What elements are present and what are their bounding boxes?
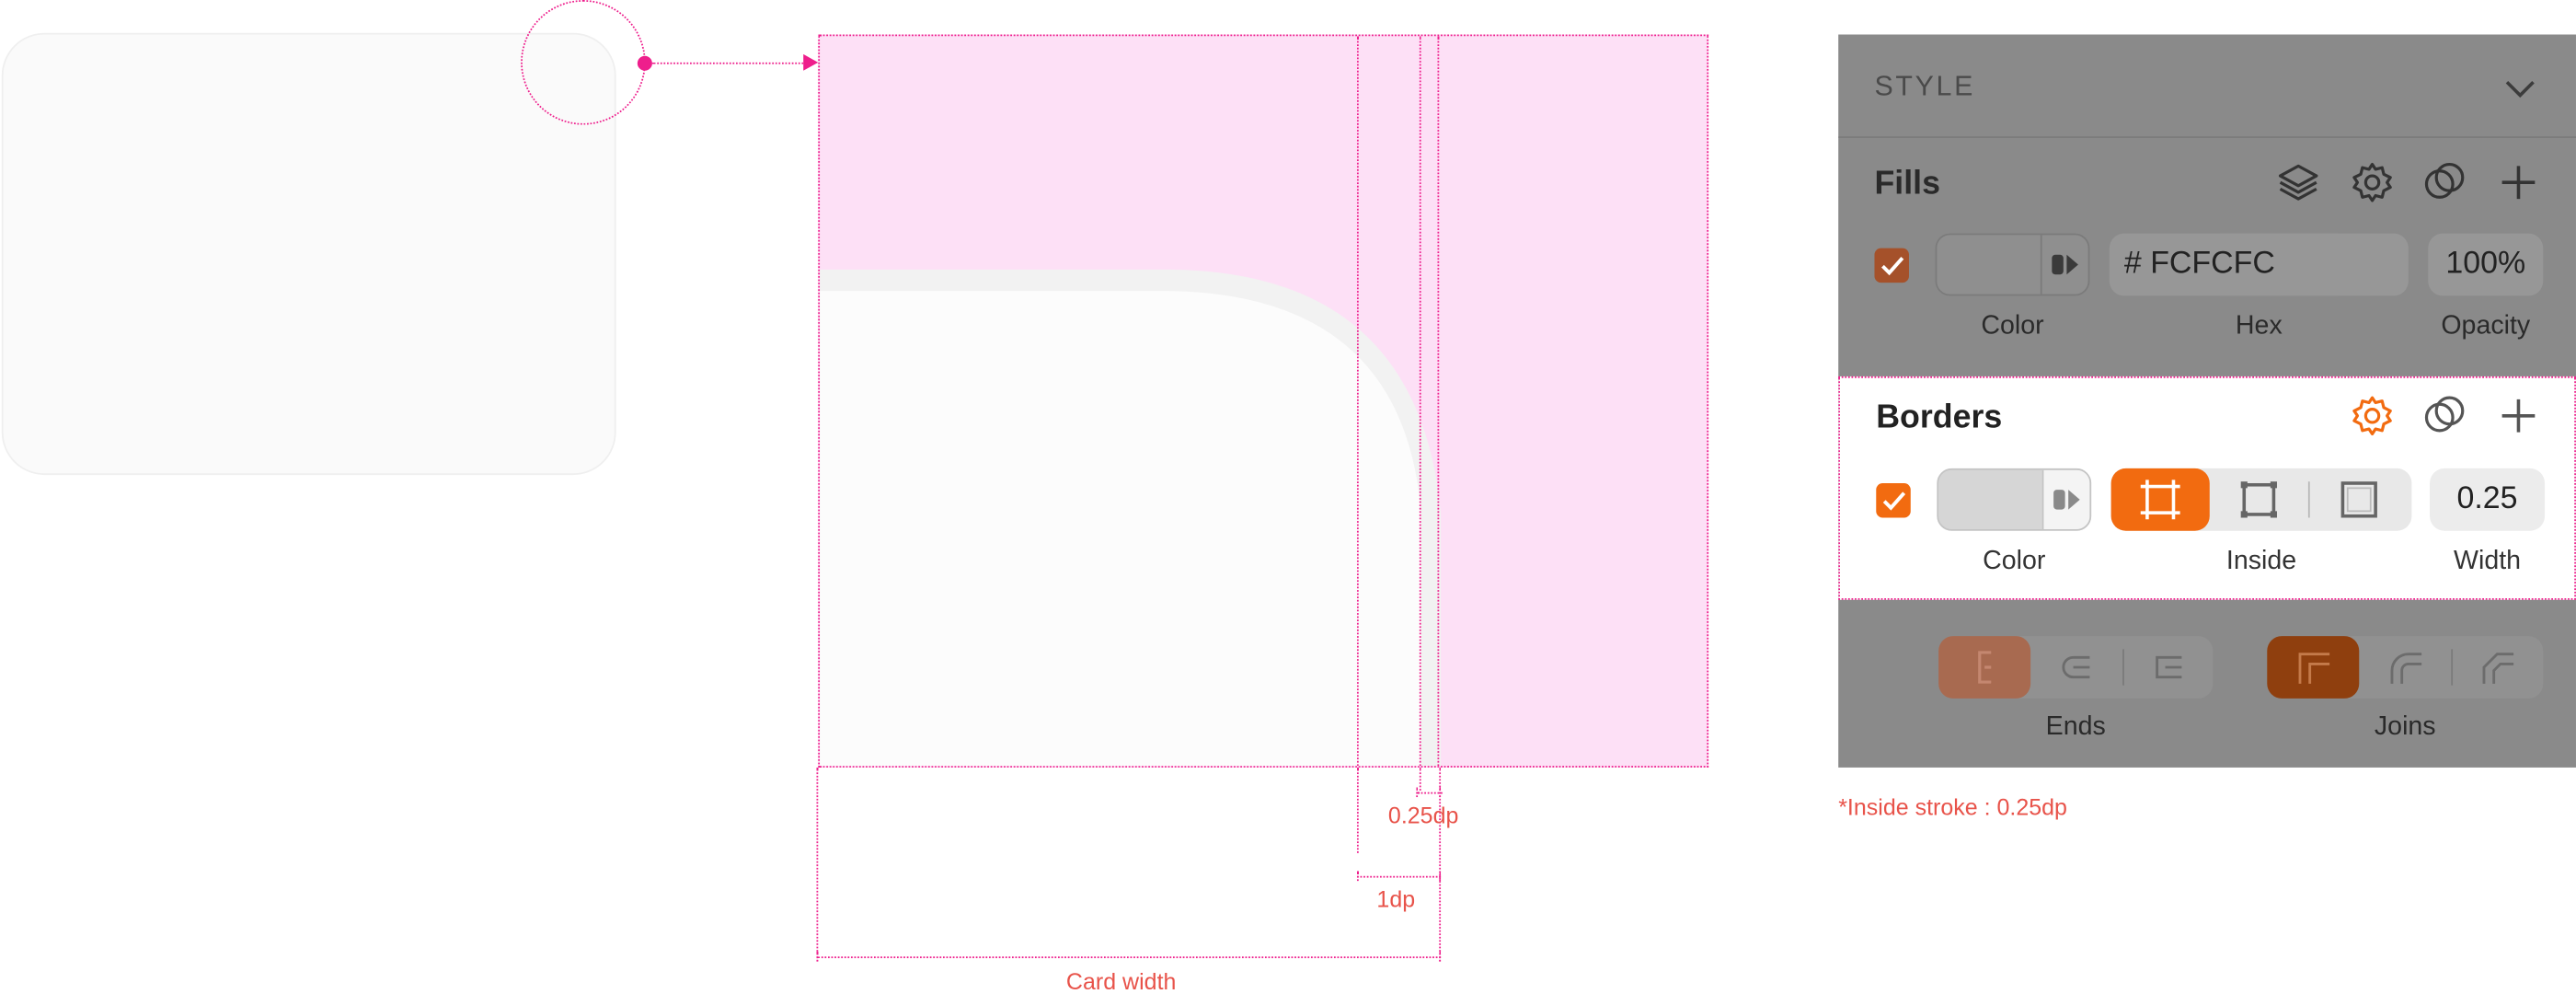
hex-input[interactable]: # FCFCFC <box>2109 233 2409 296</box>
color-preview <box>1938 469 2042 529</box>
line-joins-segmented <box>2267 636 2544 699</box>
line-join-miter-icon <box>2298 653 2330 684</box>
opacity-input[interactable]: 100% <box>2428 233 2544 296</box>
divider <box>2122 649 2124 686</box>
border-color-swatch[interactable] <box>1937 468 2092 531</box>
divider <box>1838 136 2576 138</box>
panel-header-title: STYLE <box>1874 70 1976 102</box>
border-position-inside[interactable] <box>2210 468 2308 531</box>
blend-mode-icon[interactable] <box>2421 159 2467 205</box>
ends-label: Ends <box>2045 712 2106 742</box>
line-join-round-icon <box>2390 653 2422 684</box>
line-join-round[interactable] <box>2359 636 2451 699</box>
border-outside-icon <box>2340 481 2377 518</box>
layers-icon[interactable] <box>2275 159 2321 205</box>
measure-line <box>816 767 819 962</box>
add-icon[interactable] <box>2495 393 2541 439</box>
color-picker-toggle[interactable] <box>2041 469 2090 529</box>
opacity-label: Opacity <box>2441 312 2531 341</box>
measure-line <box>1356 767 1359 853</box>
checkmark-icon <box>1880 256 1903 275</box>
guide-line <box>1356 36 1359 767</box>
gear-icon[interactable] <box>2350 159 2396 205</box>
line-end-square-icon <box>2156 655 2182 679</box>
zoom-connector-dot <box>637 55 652 71</box>
border-inside-icon <box>2240 481 2277 518</box>
fill-enabled-checkbox[interactable] <box>1874 248 1909 283</box>
eyedropper-icon <box>2052 254 2078 275</box>
add-icon[interactable] <box>2495 159 2541 205</box>
guide-line <box>1419 36 1421 767</box>
measure-tick <box>1439 787 1442 798</box>
line-end-square[interactable] <box>2124 636 2213 699</box>
divider <box>2307 481 2310 518</box>
gear-icon[interactable] <box>2350 393 2396 439</box>
guide-line <box>1437 36 1440 767</box>
measure-tick <box>1439 871 1442 882</box>
inside-stroke-note: *Inside stroke : 0.25dp <box>1838 793 2067 821</box>
line-end-round[interactable] <box>2030 636 2122 699</box>
line-end-butt[interactable] <box>1938 636 2031 699</box>
measure-tick <box>1416 787 1419 798</box>
border-position-label: Inside <box>2225 547 2297 575</box>
hex-label: Hex <box>2235 312 2283 341</box>
measure-line <box>1419 767 1421 791</box>
border-position-outside[interactable] <box>2310 468 2409 531</box>
zoomed-corner-shape <box>820 269 1442 767</box>
joins-label: Joins <box>2374 712 2436 742</box>
card-preview <box>1 32 616 476</box>
fill-color-swatch[interactable] <box>1935 233 2090 296</box>
border-color-label: Color <box>1983 547 2046 575</box>
eyedropper-icon <box>2053 490 2080 510</box>
border-width-label: Width <box>2454 547 2522 575</box>
color-picker-toggle[interactable] <box>2040 235 2088 295</box>
fill-color-label: Color <box>1981 312 2044 341</box>
measure-line <box>816 956 1442 959</box>
measure-label-card-width: Card width <box>1065 967 1177 994</box>
measure-label-1dp: 1dp <box>1376 885 1416 913</box>
borders-title: Borders <box>1876 399 2003 436</box>
checkmark-icon <box>1881 491 1905 510</box>
border-enabled-checkbox[interactable] <box>1876 482 1911 518</box>
blend-mode-icon[interactable] <box>2421 393 2467 439</box>
line-ends-segmented <box>1938 636 2214 699</box>
chevron-down-icon[interactable] <box>2502 74 2538 103</box>
border-center-icon <box>2140 480 2180 520</box>
line-end-butt-icon <box>1978 651 1992 684</box>
measure-tick <box>1356 871 1359 882</box>
measure-line <box>1356 875 1442 878</box>
divider <box>2451 649 2454 686</box>
zoom-connector-line <box>651 62 807 64</box>
measure-line <box>1416 792 1443 794</box>
style-panel: STYLE Fills # FCFCFC 100% Color Hex Opac… <box>1838 34 2576 768</box>
measure-tick <box>816 951 819 962</box>
zoom-connector-arrow <box>803 53 819 71</box>
color-preview <box>1937 235 2041 295</box>
measure-tick <box>1439 951 1442 962</box>
borders-section: Borders <box>1838 376 2576 600</box>
zoom-indicator-circle <box>521 0 646 125</box>
fills-title: Fills <box>1874 166 1940 202</box>
measure-label-stroke: 0.25dp <box>1387 802 1459 828</box>
border-position-segmented <box>2110 468 2412 531</box>
line-join-bevel[interactable] <box>2453 636 2541 699</box>
measure-line <box>1439 767 1442 962</box>
line-join-bevel-icon <box>2482 653 2514 684</box>
line-end-round-icon <box>2062 655 2090 679</box>
border-width-input[interactable]: 0.25 <box>2430 468 2546 531</box>
border-position-center[interactable] <box>2110 468 2210 531</box>
line-join-miter[interactable] <box>2267 636 2360 699</box>
zoomed-corner-view <box>818 34 1709 768</box>
